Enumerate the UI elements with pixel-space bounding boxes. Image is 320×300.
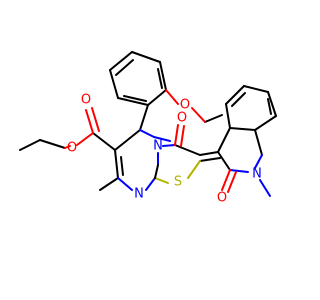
methoxy-oxygen-label: O bbox=[180, 98, 190, 113]
indole-nitrogen-label: N bbox=[252, 167, 262, 182]
molecule-structure-diagram: O O O O O N N N S bbox=[19, 51, 277, 206]
heteroatom-bonds bbox=[64, 89, 271, 197]
ester-carbonyl-oxygen-label: O bbox=[81, 93, 91, 108]
thiazole-sulfur-label: S bbox=[174, 175, 182, 190]
atom-labels: O O O O O N N N S bbox=[67, 93, 262, 206]
thiazolone-oxygen-label: O bbox=[177, 111, 187, 126]
ester-ether-oxygen-label: O bbox=[67, 141, 77, 156]
indolinone-oxygen-label: O bbox=[217, 191, 227, 206]
carbon-bonds bbox=[19, 51, 277, 191]
bridgehead-nitrogen-label: N bbox=[153, 139, 163, 154]
pyrimidine-nitrogen-label: N bbox=[134, 187, 144, 202]
